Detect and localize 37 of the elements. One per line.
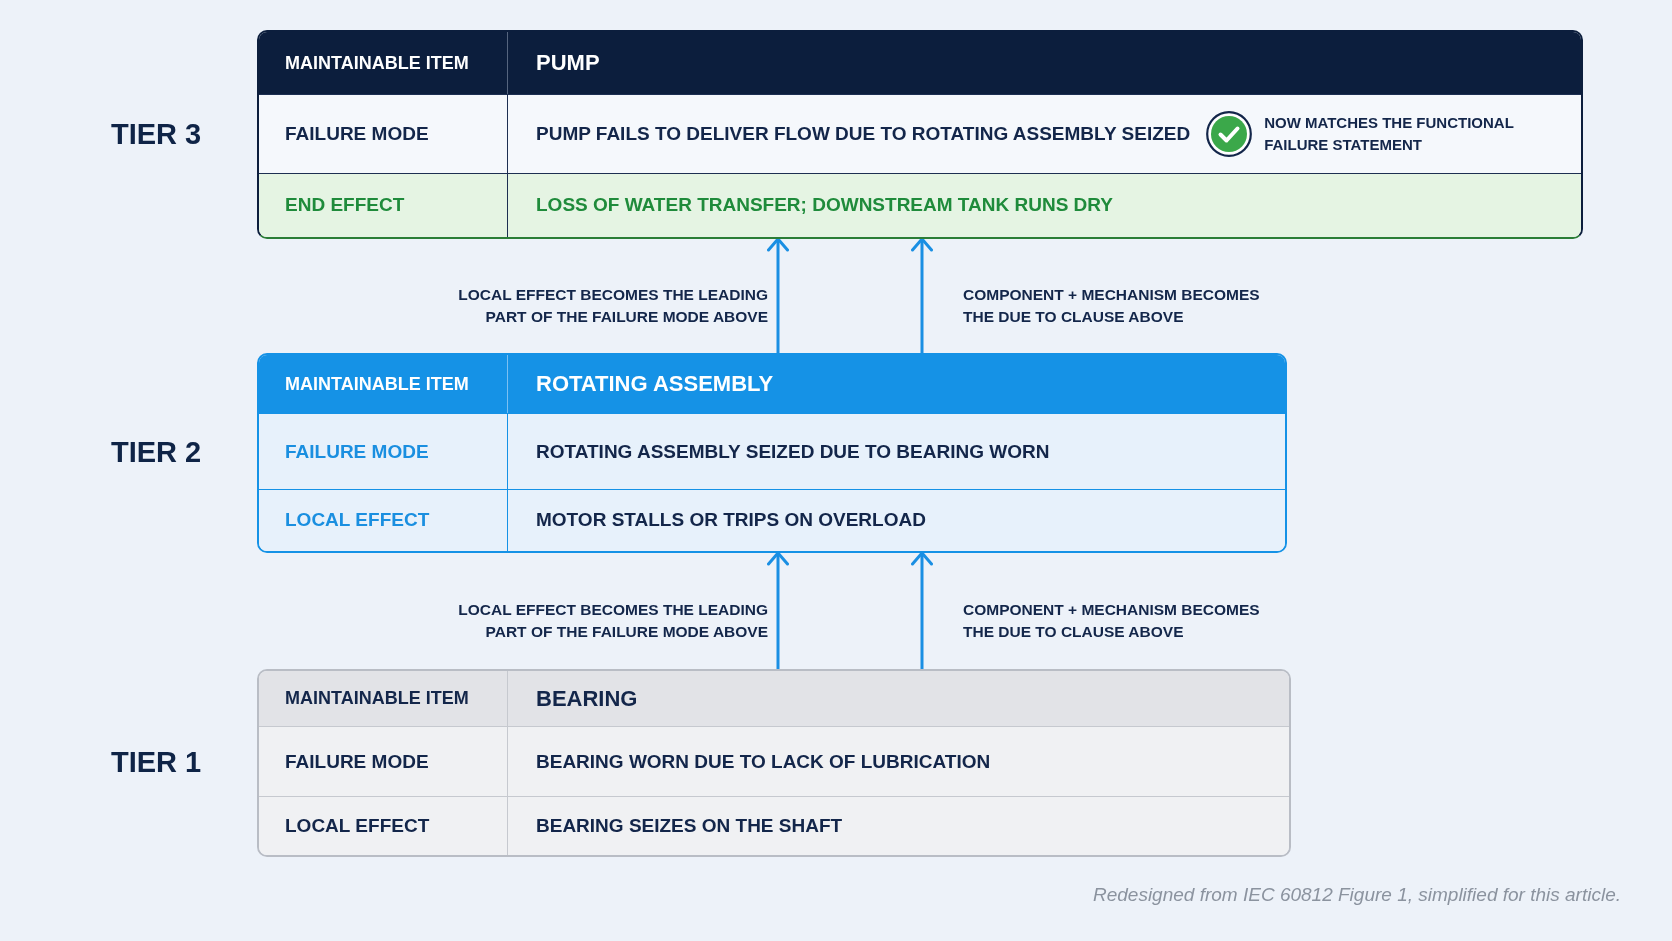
field-label: FAILURE MODE [259,414,508,489]
caption: Redesigned from IEC 60812 Figure 1, simplified for this article. [1092,884,1621,906]
edge-label: LOCAL EFFECT BECOMES THE LEADING PART OF THE FAILURE MODE ABOVE [457,599,768,642]
field-value: ROTATING ASSEMBLY [535,370,775,399]
field-value: PUMP [535,49,601,78]
table-row [259,488,1285,551]
table-row [259,413,1285,489]
edge-label: COMPONENT + MECHANISM BECOMES THE DUE TO CLAUSE ABOVE [963,284,1261,327]
arrow [911,551,933,669]
tier-label: TIER 3 [111,117,202,152]
table-row [259,726,1289,796]
field-value: PUMP FAILS TO DELIVER FLOW DUE TO ROTATING ASSEMBLY SEIZED [535,122,1191,146]
table-row [259,172,1581,237]
edge-label: LOCAL EFFECT BECOMES THE LEADING PART OF THE FAILURE MODE ABOVE [457,284,768,327]
edge-label: COMPONENT + MECHANISM BECOMES THE DUE TO CLAUSE ABOVE [963,599,1261,642]
field-value: MOTOR STALLS OR TRIPS ON OVERLOAD [535,508,927,533]
tier-label: TIER 1 [111,746,202,780]
arrow [911,237,933,353]
arrow [767,551,789,669]
table-row [259,671,1289,727]
field-label: LOCAL EFFECT [259,796,508,855]
note-text: NOW MATCHES THE FUNCTIONAL FAILURE STATEMENT [1264,113,1515,155]
table-row [259,94,1581,173]
field-value: BEARING [535,684,639,713]
field-value: BEARING WORN DUE TO LACK OF LUBRICATION [535,749,992,774]
field-value: BEARING SEIZES ON THE SHAFT [535,813,844,838]
field-value: LOSS OF WATER TRANSFER; DOWNSTREAM TANK RUNS DRY [535,193,1114,218]
arrow [767,237,789,353]
tier-label: TIER 2 [111,436,202,470]
field-label: LOCAL EFFECT [259,489,508,551]
field-value: ROTATING ASSEMBLY SEIZED DUE TO BEARING WORN [535,439,1051,464]
table-row [259,795,1289,855]
table-row [259,32,1581,95]
field-label: FAILURE MODE [259,727,508,796]
table-row [259,355,1285,414]
field-label: FAILURE MODE [259,95,508,173]
field-label: END EFFECT [259,173,508,237]
